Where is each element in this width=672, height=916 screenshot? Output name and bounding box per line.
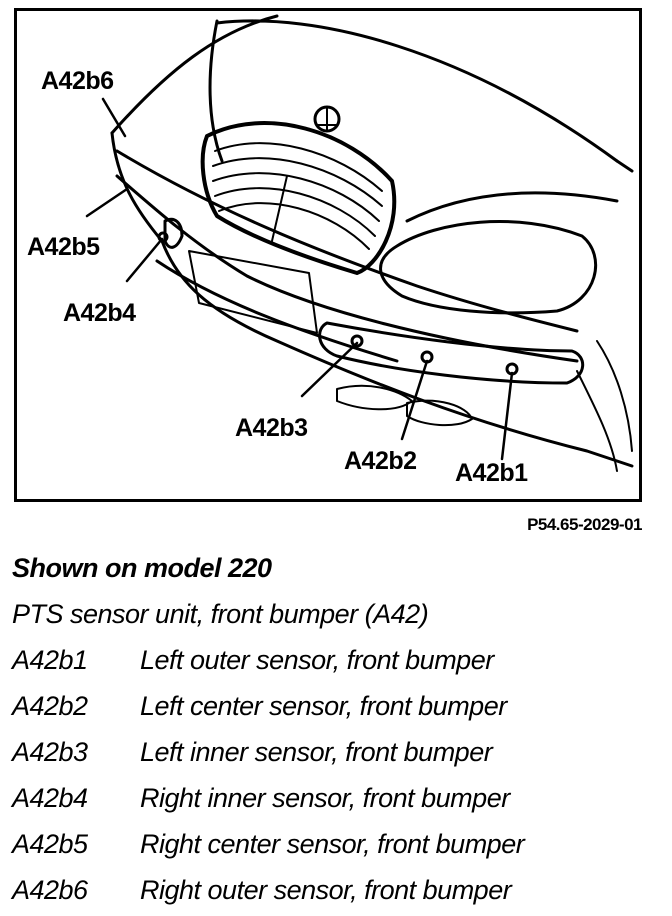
callout-b3: A42b3	[235, 414, 308, 442]
legend-description: Left inner sensor, front bumper	[140, 737, 493, 767]
callout-b4: A42b4	[63, 299, 136, 327]
legend-code: A42b3	[12, 737, 88, 767]
legend-item: A42b6 Right outer sensor, front bumper	[12, 870, 662, 916]
bumper-strip	[318, 321, 585, 385]
figure-id: P54.65-2029-01	[527, 515, 642, 534]
legend-description: Left outer sensor, front bumper	[140, 645, 494, 675]
fender-line	[405, 159, 634, 223]
legend-code: A42b4	[12, 783, 88, 813]
legend-subheading: PTS sensor unit, front bumper (A42)	[12, 599, 429, 629]
legend-description: Right outer sensor, front bumper	[140, 875, 512, 905]
leader-b3	[300, 341, 359, 398]
hood-outline	[110, 14, 619, 163]
sensor-b3	[350, 334, 364, 348]
legend-description: Right inner sensor, front bumper	[140, 783, 510, 813]
legend-code: A42b5	[12, 829, 88, 859]
grille-frame	[200, 121, 397, 275]
fog-light-openings	[336, 384, 473, 427]
sensor-b4	[157, 231, 169, 243]
legend-item: A42b5 Right center sensor, front bumper	[12, 824, 662, 870]
legend-item: A42b3 Left inner sensor, front bumper	[12, 732, 662, 778]
leader-b5	[85, 187, 129, 218]
callout-b5: A42b5	[27, 233, 100, 261]
leader-b4	[125, 237, 164, 283]
callout-b1: A42b1	[455, 459, 528, 487]
license-plate	[188, 250, 318, 334]
legend-item: A42b4 Right inner sensor, front bumper	[12, 778, 662, 824]
leader-b1	[500, 371, 514, 461]
legend: Shown on model 220 PTS sensor unit, fron…	[12, 548, 662, 916]
callout-b2: A42b2	[344, 447, 417, 475]
headlight	[379, 220, 598, 315]
legend-code: A42b1	[12, 645, 88, 675]
legend-code: A42b2	[12, 691, 88, 721]
legend-item: A42b1 Left outer sensor, front bumper	[12, 640, 662, 686]
car-front-diagram: A42b6 A42b5 A42b4 A42b3 A42b2 A42b1	[14, 8, 642, 502]
side-marker	[163, 217, 184, 249]
legend-description: Right center sensor, front bumper	[140, 829, 525, 859]
leader-b2	[400, 359, 429, 441]
leader-b6	[101, 97, 127, 138]
car-front-drawing	[85, 14, 634, 472]
legend-item: A42b2 Left center sensor, front bumper	[12, 686, 662, 732]
grille-bars	[212, 142, 383, 250]
bumper-top	[115, 149, 579, 333]
legend-heading: Shown on model 220	[12, 553, 272, 583]
callout-b6: A42b6	[41, 67, 114, 95]
legend-code: A42b6	[12, 875, 88, 905]
legend-description: Left center sensor, front bumper	[140, 691, 507, 721]
